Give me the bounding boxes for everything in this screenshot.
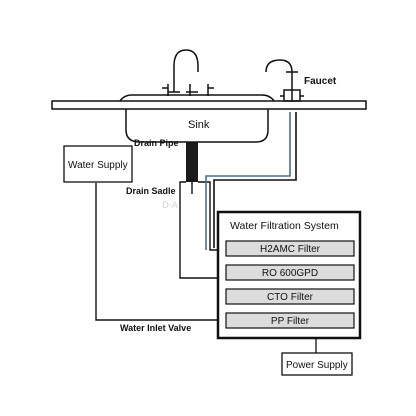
filter-pp xyxy=(225,312,355,329)
filter-label-h2amc: H2AMC Filter xyxy=(260,244,321,255)
sink-rim xyxy=(119,94,275,102)
water-inlet-valve-label: Water Inlet Valve xyxy=(120,323,191,333)
system-title: Water Filtration System xyxy=(230,220,339,232)
pure-water-line xyxy=(205,112,297,250)
drain-line xyxy=(179,181,230,279)
sink-assembly xyxy=(51,49,367,143)
drain-pipe-label: Drain Pipe xyxy=(134,138,179,148)
drain-pipe xyxy=(186,142,198,182)
drain-saddle-label: Drain Sadle xyxy=(126,186,176,196)
filter-h2amc xyxy=(225,240,355,257)
countertop xyxy=(51,100,367,110)
filter-label-ro: RO 600GPD xyxy=(262,268,318,279)
filter-ro xyxy=(225,264,355,281)
sink-label: Sink xyxy=(188,119,210,131)
main-faucet-icon xyxy=(162,49,214,96)
watermark: D·A xyxy=(162,201,179,211)
water-supply-box xyxy=(63,145,133,183)
filter-cto xyxy=(225,288,355,305)
filter-label-pp: PP Filter xyxy=(271,316,310,327)
filter-label-cto: CTO Filter xyxy=(267,292,314,303)
power-supply-label: Power Supply xyxy=(286,360,348,371)
power-supply-box xyxy=(281,352,353,376)
faucet-icon xyxy=(265,59,304,102)
water-supply-label: Water Supply xyxy=(68,160,128,171)
faucet-label: Faucet xyxy=(304,76,337,87)
supply-line xyxy=(95,183,222,321)
filter-cartridges xyxy=(225,240,355,329)
